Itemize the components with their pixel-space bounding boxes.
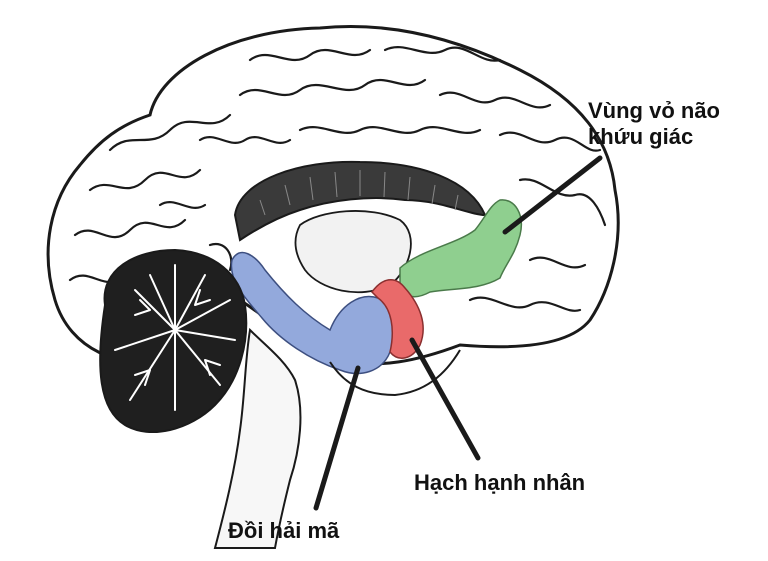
olfactory-cortex-region bbox=[399, 199, 522, 298]
cortex-folds bbox=[68, 46, 607, 312]
olfactory-pointer-line bbox=[502, 155, 603, 235]
olfactory-cortex-label-line2: khứu giác bbox=[588, 124, 694, 149]
cerebellum-arbor-vitae bbox=[114, 264, 236, 411]
amygdala-label: Hạch hạnh nhân bbox=[414, 470, 586, 495]
temporal-lobe-lower-edge bbox=[329, 349, 461, 397]
amygdala-pointer-line bbox=[409, 337, 481, 461]
olfactory-cortex-label: Vùng vỏ não khứu giác bbox=[588, 98, 720, 150]
corpus-callosum bbox=[233, 160, 487, 242]
corpus-callosum-striations bbox=[259, 170, 459, 216]
cerebellum bbox=[99, 248, 248, 433]
hippocampus-label: Đồi hải mã bbox=[228, 518, 340, 543]
brainstem bbox=[213, 327, 302, 549]
hippocampus-pointer-line bbox=[313, 365, 361, 511]
olfactory-cortex-label-line1: Vùng vỏ não bbox=[588, 98, 720, 123]
